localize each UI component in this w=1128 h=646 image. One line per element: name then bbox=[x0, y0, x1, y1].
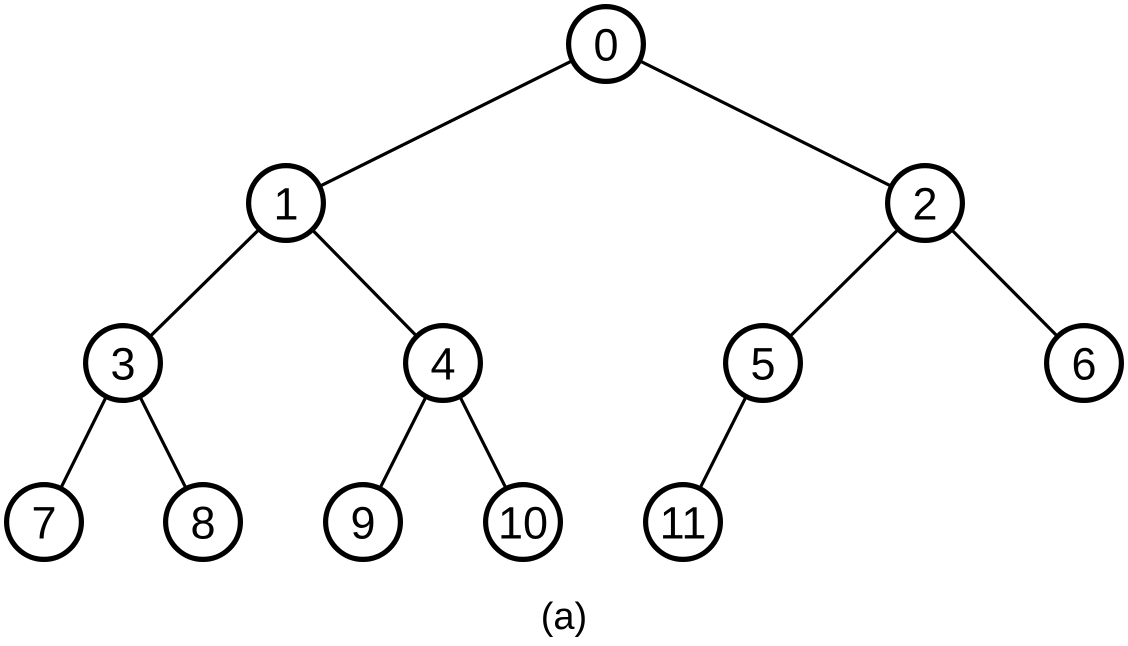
tree-node-8[interactable]: 8 bbox=[163, 482, 244, 563]
node-circle-8 bbox=[163, 482, 244, 563]
node-label-2: 2 bbox=[912, 179, 937, 230]
tree-edge-4-9 bbox=[378, 396, 428, 489]
node-label-6: 6 bbox=[1071, 339, 1096, 390]
node-layer: 0 1 2 3 4 5 6 7 8 9 10 11 bbox=[3, 3, 1124, 563]
tree-edge-0-1 bbox=[319, 59, 573, 188]
tree-edge-4-10 bbox=[458, 396, 508, 489]
figure-caption: (a) bbox=[540, 596, 588, 638]
node-circle-4 bbox=[403, 323, 484, 404]
tree-node-10[interactable]: 10 bbox=[483, 482, 564, 563]
node-label-8: 8 bbox=[190, 498, 215, 549]
node-label-11: 11 bbox=[660, 498, 707, 549]
tree-edge-5-11 bbox=[698, 396, 748, 489]
tree-edge-1-3 bbox=[149, 228, 260, 338]
tree-node-1[interactable]: 1 bbox=[246, 163, 327, 244]
edge-layer bbox=[59, 59, 1059, 489]
node-label-4: 4 bbox=[430, 339, 455, 390]
tree-node-11[interactable]: 11 bbox=[642, 482, 723, 563]
node-circle-6 bbox=[1043, 323, 1124, 404]
tree-edge-2-5 bbox=[789, 228, 899, 338]
tree-edge-0-2 bbox=[639, 59, 892, 188]
node-label-9: 9 bbox=[350, 498, 375, 549]
tree-edge-1-4 bbox=[311, 229, 418, 337]
node-label-5: 5 bbox=[750, 339, 775, 390]
node-circle-2 bbox=[884, 163, 965, 244]
node-label-3: 3 bbox=[110, 339, 135, 390]
node-label-7: 7 bbox=[31, 498, 56, 549]
tree-edge-3-8 bbox=[138, 396, 188, 489]
node-circle-0 bbox=[565, 3, 646, 85]
tree-edge-2-6 bbox=[950, 229, 1059, 337]
node-circle-1 bbox=[246, 163, 327, 244]
node-circle-7 bbox=[3, 482, 85, 563]
node-circle-9 bbox=[323, 482, 404, 563]
node-label-10: 10 bbox=[498, 498, 548, 549]
tree-node-0[interactable]: 0 bbox=[565, 3, 646, 85]
node-label-0: 0 bbox=[593, 20, 618, 71]
tree-node-4[interactable]: 4 bbox=[403, 323, 484, 404]
node-label-1: 1 bbox=[273, 179, 298, 230]
node-circle-3 bbox=[82, 323, 164, 404]
tree-edge-3-7 bbox=[59, 396, 108, 489]
tree-node-5[interactable]: 5 bbox=[722, 323, 803, 404]
node-circle-5 bbox=[722, 323, 803, 404]
tree-node-2[interactable]: 2 bbox=[884, 163, 965, 244]
node-circle-10 bbox=[483, 482, 564, 563]
tree-node-6[interactable]: 6 bbox=[1043, 323, 1124, 404]
tree-node-7[interactable]: 7 bbox=[3, 482, 85, 563]
tree-node-3[interactable]: 3 bbox=[82, 323, 164, 404]
node-circle-11 bbox=[642, 482, 723, 563]
tree-node-9[interactable]: 9 bbox=[323, 482, 404, 563]
